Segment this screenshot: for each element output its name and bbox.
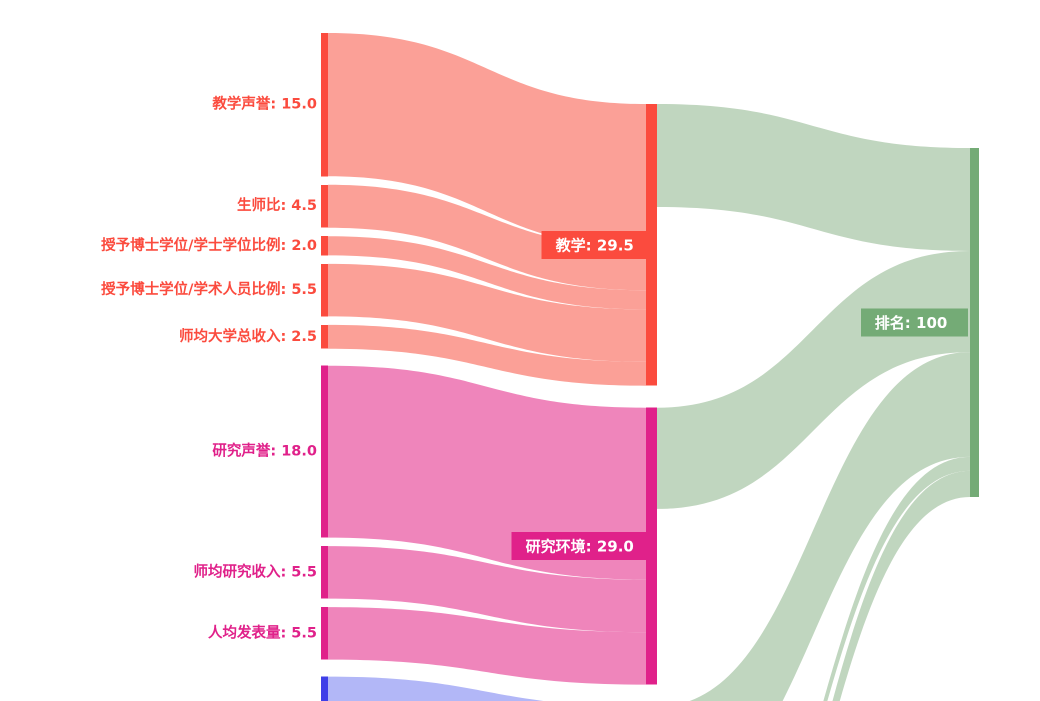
- sankey-labels: 教学声誉: 15.0 生师比: 4.5 授予博士学位/学士学位比例: 2.0 授予博士…: [101, 95, 968, 641]
- svg-text:教学: 29.5: 教学: 29.5: [555, 236, 634, 254]
- sankey-node-student_staff_ratio[interactable]: [321, 184, 328, 228]
- sankey-link-publications_per_staff-to-research_env: [328, 607, 646, 685]
- sankey-link-teaching-to-ranking: [657, 104, 970, 251]
- sankey-link-research_reputation-to-research_env: [328, 365, 646, 580]
- node-label-ranking: 排名: 100: [860, 308, 968, 337]
- sankey-link-intl_outlook-to-ranking: [832, 470, 970, 701]
- sankey-node-research_income[interactable]: [321, 546, 328, 599]
- sankey-node-doctorate_bachelor_ratio[interactable]: [321, 236, 328, 256]
- sankey-link-doctorate_staff_ratio-to-teaching: [328, 263, 646, 362]
- source-label-research_reputation: 研究声誉: 18.0: [212, 442, 317, 460]
- source-label-doctorate_bachelor_ratio: 授予博士学位/学士学位比例: 2.0: [101, 236, 317, 254]
- sankey-link-field_weighted_citation-to-research_quality: [328, 676, 544, 701]
- svg-text:排名: 100: 排名: 100: [875, 314, 948, 332]
- source-label-student_staff_ratio: 生师比: 4.5: [237, 196, 317, 214]
- sankey-link-research_quality-to-ranking: [689, 352, 970, 701]
- svg-text:研究环境: 29.0: 研究环境: 29.0: [526, 538, 634, 556]
- sankey-node-institutional_income[interactable]: [321, 324, 328, 349]
- sankey-node-ranking[interactable]: [970, 148, 979, 497]
- sankey-link-research_income-to-research_env: [328, 546, 646, 633]
- source-label-research_income: 师均研究收入: 5.5: [193, 562, 317, 580]
- sankey-node-research_reputation[interactable]: [321, 365, 328, 538]
- sankey-node-field_weighted_citation[interactable]: [321, 676, 328, 701]
- source-label-publications_per_staff: 人均发表量: 5.5: [208, 623, 317, 641]
- sankey-links: [328, 33, 970, 701]
- sankey-node-publications_per_staff[interactable]: [321, 607, 328, 660]
- sankey-link-student_staff_ratio-to-teaching: [328, 184, 646, 291]
- sankey-node-doctorate_staff_ratio[interactable]: [321, 263, 328, 317]
- sankey-link-teaching_reputation-to-teaching: [328, 33, 646, 248]
- source-label-institutional_income: 师均大学总收入: 2.5: [179, 327, 317, 345]
- node-label-research_env: 研究环境: 29.0: [511, 532, 657, 561]
- source-label-teaching_reputation: 教学声誉: 15.0: [211, 95, 317, 113]
- sankey-node-teaching_reputation[interactable]: [321, 33, 328, 177]
- sankey-link-institutional_income-to-teaching: [328, 324, 646, 386]
- sankey-link-doctorate_bachelor_ratio-to-teaching: [328, 236, 646, 310]
- node-label-teaching: 教学: 29.5: [541, 230, 657, 259]
- source-label-doctorate_staff_ratio: 授予博士学位/学术人员比例: 5.5: [101, 280, 317, 298]
